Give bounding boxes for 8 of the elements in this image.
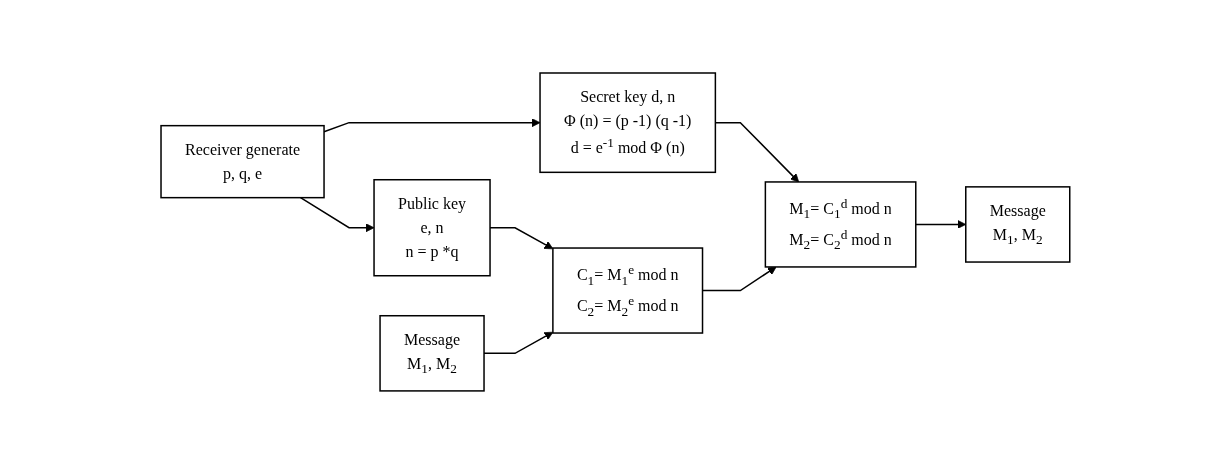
node-box: C$_{1}$= M$_{1}$$^{e}$ mod n C$_{2}$= M$_{2}$$^{e}$ mod n — [552, 246, 704, 334]
arrow — [299, 196, 375, 232]
node-box: Message M$_{1}$, M$_{2}$ — [379, 314, 485, 392]
node-box: Receiver generate p, q, e — [160, 124, 325, 198]
node-box: M$_{1}$= C$_{1}$$^{d}$ mod n M$_{2}$= C$_{2}$$^{d}$ mod n — [764, 180, 917, 268]
node-box: Public key e, n n = p *q — [373, 178, 491, 277]
node-box: Message M$_{1}$, M$_{2}$ — [965, 185, 1071, 263]
node-box: Secret key d, n Φ (n) = (p -1) (q -1) d = e$^{-1}$ mod Φ (n) — [539, 71, 717, 173]
